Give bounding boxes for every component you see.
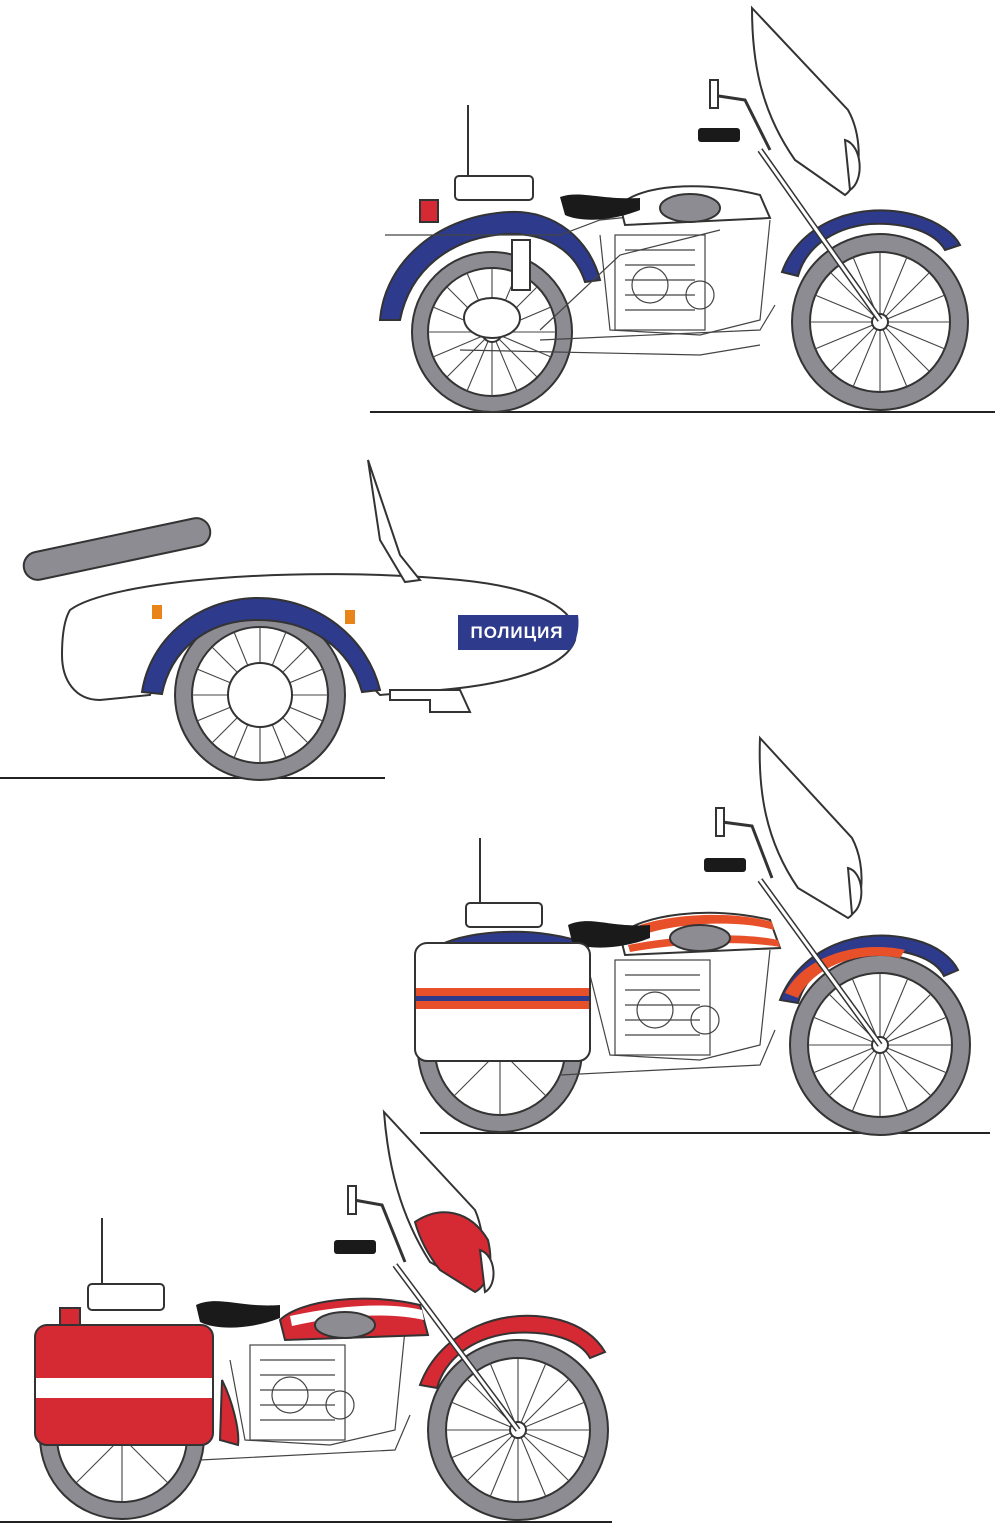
seat <box>196 1301 280 1328</box>
emergency-motorcycle <box>414 735 990 1136</box>
tank-badge <box>314 1311 376 1339</box>
sidecar-windscreen <box>367 459 422 584</box>
mirror <box>347 1185 357 1215</box>
police-sidecar: ПОЛИЦИЯ <box>0 459 579 781</box>
seat <box>560 194 640 220</box>
tail-light <box>59 1307 81 1327</box>
headlight <box>478 1248 495 1294</box>
mirror-stalk <box>353 1198 407 1263</box>
pannier-case <box>414 942 591 1062</box>
radio-box <box>87 1283 165 1311</box>
police-motorcycle <box>370 5 995 413</box>
tank-badge <box>659 193 721 223</box>
door-stripe <box>458 615 579 650</box>
handlebar-grip <box>704 858 746 872</box>
front-fender <box>418 1314 607 1390</box>
rear-fender <box>218 1379 240 1447</box>
tank-badge <box>669 924 731 952</box>
tail-light <box>419 199 439 223</box>
frame <box>559 949 776 1076</box>
mirror <box>715 807 725 837</box>
windscreen <box>750 5 860 197</box>
side-marker-front <box>345 610 355 624</box>
shock-absorber <box>511 239 531 291</box>
handlebar-grip <box>334 1240 376 1254</box>
handlebar-grip <box>698 128 740 142</box>
front-fender <box>780 209 962 278</box>
sidecar-fender <box>140 596 382 696</box>
headlight <box>846 866 863 916</box>
side-marker-rear <box>152 605 162 619</box>
headlight <box>843 138 861 192</box>
sidecar-mount <box>389 689 472 713</box>
windscreen <box>758 735 863 920</box>
sidecar-wheel <box>174 609 346 781</box>
fire-motorcycle <box>0 1109 612 1523</box>
radio-box <box>465 902 543 928</box>
pannier-case <box>34 1324 214 1446</box>
mirror <box>709 79 719 109</box>
frame <box>199 1329 411 1461</box>
police-label: ПОЛИЦИЯ <box>470 623 563 642</box>
front-fender-stripe <box>785 946 905 998</box>
radio-box <box>454 175 534 201</box>
front-wheel <box>791 233 969 411</box>
seat <box>568 921 650 948</box>
hub-cover <box>463 297 521 339</box>
mirror-stalk <box>711 93 772 151</box>
spare-tire <box>22 517 212 581</box>
tank-stripe-lower <box>628 935 780 952</box>
tank-stripe-upper <box>640 914 774 935</box>
rear-fender <box>378 210 602 321</box>
mirror-stalk <box>721 820 774 879</box>
